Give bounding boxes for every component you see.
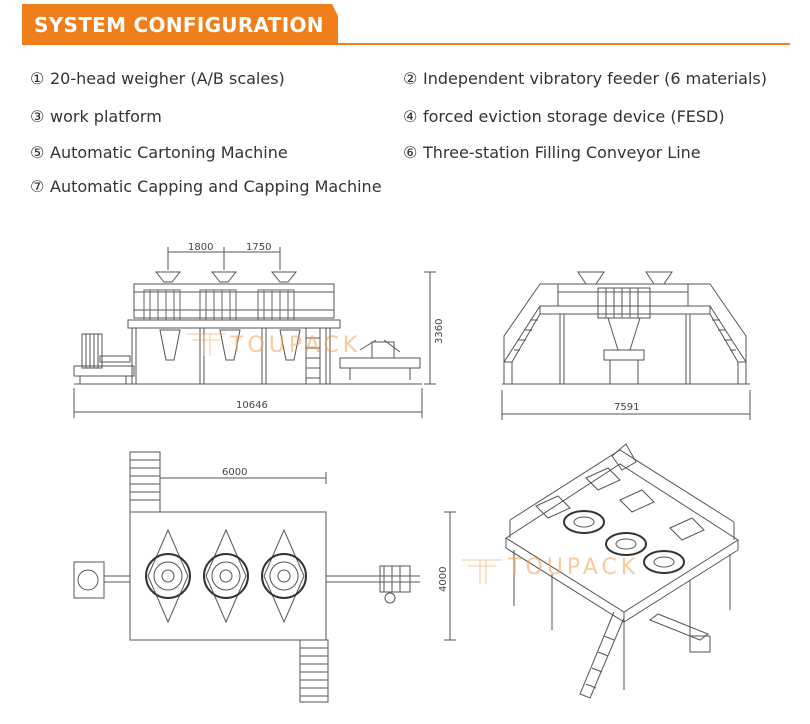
config-item-3: ③ work platform xyxy=(30,107,162,126)
weigher-top-2 xyxy=(203,528,249,624)
header-bar: SYSTEM CONFIGURATION xyxy=(0,0,810,46)
dim-3360: 3360 xyxy=(434,319,445,344)
item-label: 20-head weigher (A/B scales) xyxy=(50,69,285,88)
item-number: ④ xyxy=(403,107,418,126)
item-label: Independent vibratory feeder (6 material… xyxy=(423,69,767,88)
item-label: Three-station Filling Conveyor Line xyxy=(423,143,701,162)
item-number: ① xyxy=(30,69,45,88)
config-item-7: ⑦ Automatic Capping and Capping Machine xyxy=(30,177,382,196)
watermark-logo-1 xyxy=(186,333,226,356)
weigher-top-3 xyxy=(261,528,307,624)
isometric-view xyxy=(505,443,739,699)
watermark-text-2: TOUPACK xyxy=(507,555,639,580)
config-item-5: ⑤ Automatic Cartoning Machine xyxy=(30,143,288,162)
item-number: ③ xyxy=(30,107,45,126)
header-rule xyxy=(22,43,790,45)
item-label: Automatic Capping and Capping Machine xyxy=(50,177,382,196)
item-label: forced eviction storage device (FESD) xyxy=(423,107,725,126)
header-tab xyxy=(22,4,338,44)
item-number: ⑤ xyxy=(30,143,45,162)
dim-10646: 10646 xyxy=(236,400,268,411)
item-number: ② xyxy=(403,69,418,88)
watermark-logo-2 xyxy=(462,559,502,584)
dim-1750: 1750 xyxy=(246,242,271,253)
config-item-2: ② Independent vibratory feeder (6 materia… xyxy=(403,69,767,88)
item-label: Automatic Cartoning Machine xyxy=(50,143,288,162)
item-number: ⑥ xyxy=(403,143,418,162)
weigher-top-1 xyxy=(145,528,191,624)
item-number: ⑦ xyxy=(30,177,45,196)
dim-4000: 4000 xyxy=(438,567,449,592)
side-elevation: 7591 xyxy=(501,271,751,420)
config-item-6: ⑥ Three-station Filling Conveyor Line xyxy=(403,143,701,162)
front-elevation: 1800 1750 xyxy=(73,242,445,418)
config-item-4: ④ forced eviction storage device (FESD) xyxy=(403,107,725,126)
item-label: work platform xyxy=(50,107,162,126)
dim-7591: 7591 xyxy=(614,402,639,413)
watermark-text-1: TOUPACK xyxy=(229,333,361,358)
dim-1800: 1800 xyxy=(188,242,213,253)
config-item-1: ① 20-head weigher (A/B scales) xyxy=(30,69,285,88)
top-view: 6000 xyxy=(73,451,456,703)
dim-6000: 6000 xyxy=(222,467,247,478)
page-title: SYSTEM CONFIGURATION xyxy=(34,13,324,37)
